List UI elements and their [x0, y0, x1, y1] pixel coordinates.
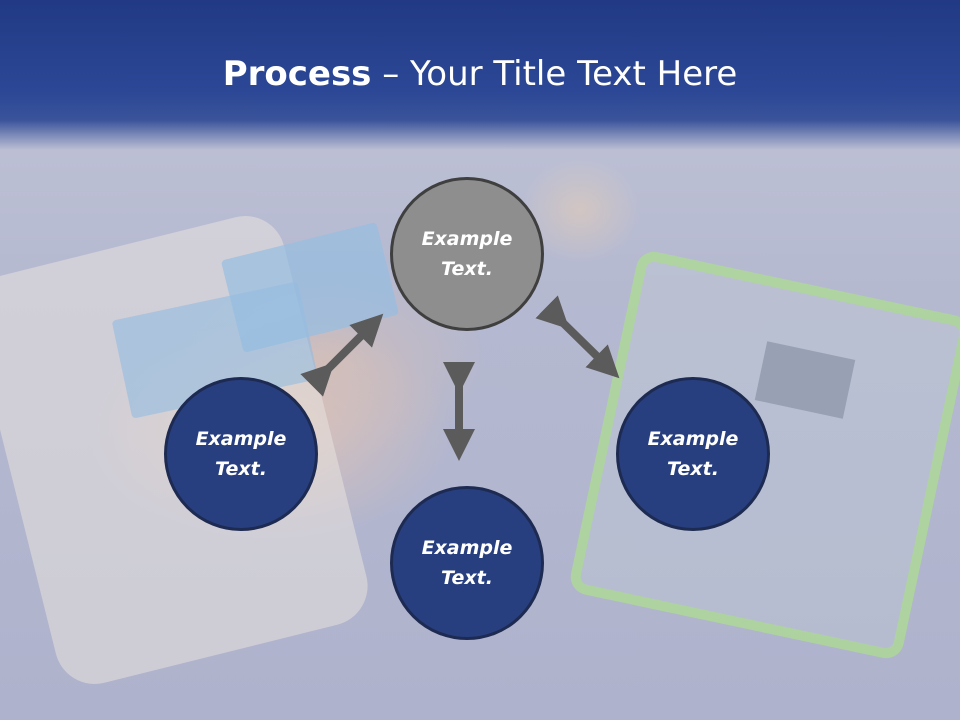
title-bold: Process	[222, 54, 372, 94]
node-top-label: Example Text.	[421, 228, 513, 280]
node-bottom: Example Text.	[390, 486, 544, 640]
node-right: Example Text.	[616, 377, 770, 531]
arrow-top-left	[300, 313, 384, 397]
node-bottom-label: Example Text.	[421, 537, 513, 589]
arrow-top-right	[535, 295, 620, 379]
node-left-label: Example Text.	[195, 428, 287, 480]
node-top: Example Text.	[390, 177, 544, 331]
node-right-label: Example Text.	[647, 428, 739, 480]
title-rest: – Your Title Text Here	[371, 54, 738, 94]
title-bar	[0, 0, 960, 150]
slide-title: Process – Your Title Text Here	[0, 52, 960, 96]
node-left: Example Text.	[164, 377, 318, 531]
